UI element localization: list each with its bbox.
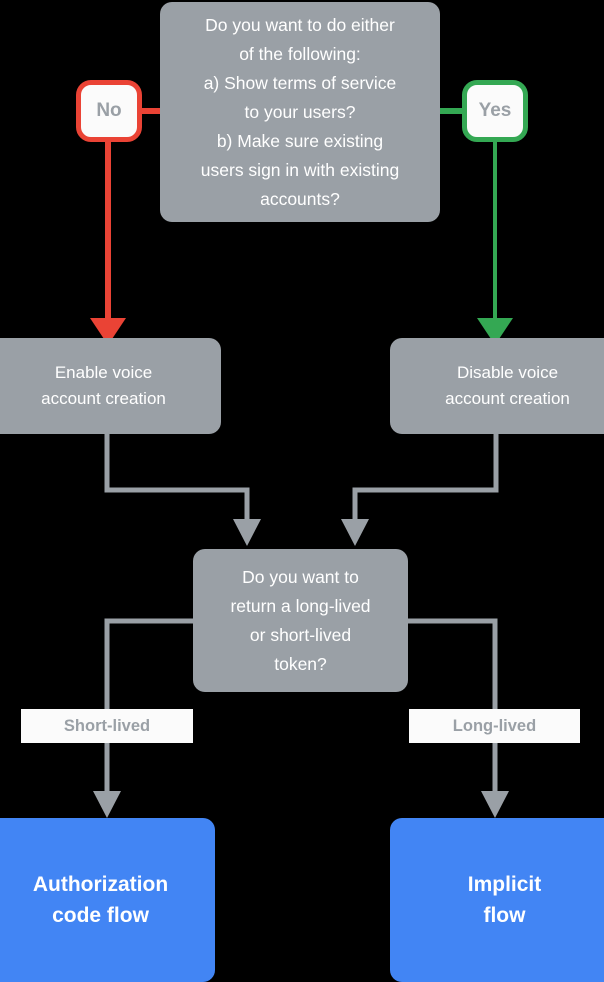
- implicit-flow-box: Implicit flow: [390, 818, 604, 982]
- token-lifetime-question-text: Do you want to return a long-lived or sh…: [230, 566, 371, 674]
- top-question-text: Do you want to do either of the followin…: [200, 14, 400, 209]
- long-lived-edge-label-text: Long-lived: [452, 716, 537, 735]
- edge-disable-to-midq: [341, 432, 499, 546]
- disable-voice-account-creation-box: Disable voice account creation: [390, 338, 604, 434]
- no-branch-label: No: [96, 100, 122, 121]
- enable-voice-account-creation-box: Enable voice account creation: [0, 338, 221, 434]
- edge-yes-to-disable: [477, 140, 513, 345]
- disable-voice-account-creation-text: Disable voice account creation: [445, 363, 570, 408]
- short-lived-edge-label: Short-lived: [21, 709, 193, 743]
- top-question-box: Do you want to do either of the followin…: [160, 2, 440, 222]
- enable-voice-account-creation-text: Enable voice account creation: [41, 363, 166, 408]
- authorization-code-flow-text: Authorization code flow: [32, 873, 169, 927]
- short-lived-edge-label-text: Short-lived: [63, 716, 151, 735]
- yes-branch-label: Yes: [478, 100, 512, 121]
- edge-no-to-enable: [90, 140, 126, 345]
- no-branch-pill[interactable]: No: [76, 80, 142, 142]
- long-lived-edge-label: Long-lived: [409, 709, 580, 743]
- token-lifetime-question-box: Do you want to return a long-lived or sh…: [193, 549, 408, 692]
- implicit-flow-text: Implicit flow: [467, 873, 542, 927]
- authorization-code-flow-box: Authorization code flow: [0, 818, 215, 982]
- yes-branch-pill[interactable]: Yes: [462, 80, 528, 142]
- edge-enable-to-midq: [104, 432, 261, 546]
